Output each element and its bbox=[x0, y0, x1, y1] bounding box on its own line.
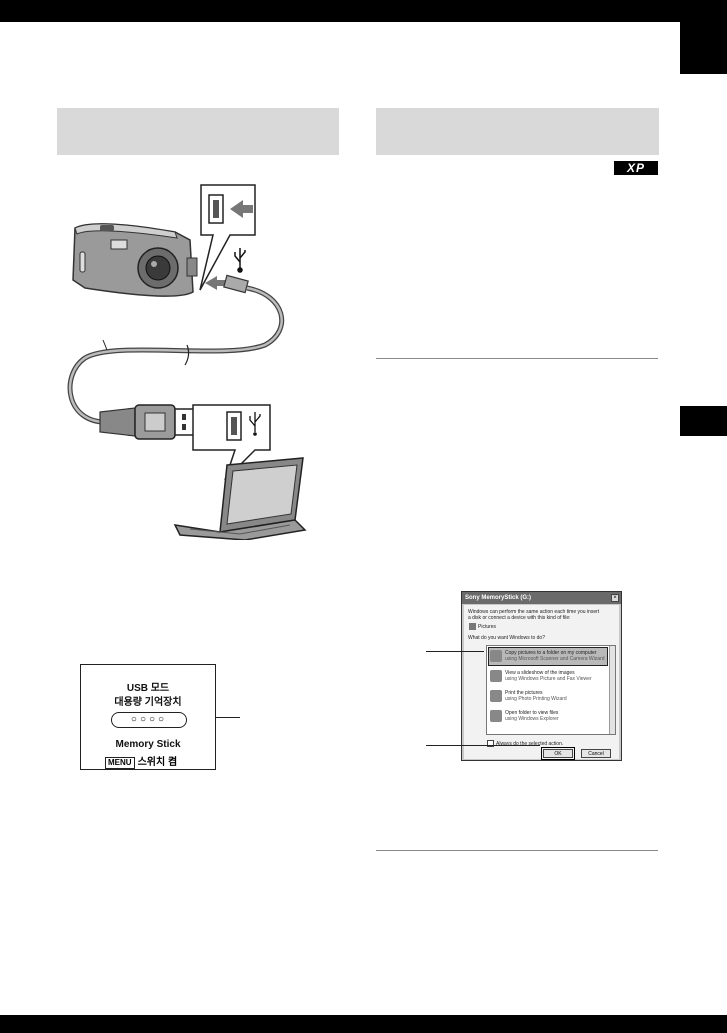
autoplay-dialog: Sony MemoryStick (G:) × Windows can perf… bbox=[461, 591, 622, 761]
dialog-body: Windows can perform the same action each… bbox=[464, 605, 619, 760]
pictures-icon bbox=[469, 623, 476, 630]
list-scrollbar[interactable] bbox=[609, 646, 615, 734]
camera-wizard-icon bbox=[490, 650, 502, 662]
dialog-pictures-label: Pictures bbox=[478, 624, 497, 630]
action-list[interactable]: Copy pictures to a folder on my computer… bbox=[486, 645, 616, 735]
section-rule-1 bbox=[376, 358, 658, 359]
folder-icon bbox=[490, 710, 502, 722]
always-do-checkbox[interactable]: Always do the selected action. bbox=[487, 740, 563, 747]
lcd-mass-storage: 대용량 기억장치 bbox=[114, 697, 182, 708]
dialog-callout-line-2 bbox=[426, 745, 540, 746]
laptop-port-callout bbox=[192, 404, 271, 481]
camera-icon bbox=[72, 223, 198, 297]
checkbox-icon bbox=[487, 740, 494, 747]
bottom-black-bar bbox=[0, 1015, 727, 1033]
section-header-left bbox=[57, 108, 339, 155]
side-tab-middle bbox=[680, 406, 727, 436]
usb-plug-icon bbox=[99, 404, 196, 440]
dialog-question: What do you want Windows to do? bbox=[468, 635, 545, 641]
section-header-right bbox=[376, 108, 659, 155]
slideshow-icon bbox=[490, 670, 502, 682]
side-tab-top bbox=[680, 22, 727, 74]
camera-port-callout bbox=[199, 184, 256, 291]
list-item-copy-pictures[interactable]: Copy pictures to a folder on my computer… bbox=[488, 647, 608, 666]
section-rule-2 bbox=[376, 850, 658, 851]
xp-badge: XP bbox=[614, 161, 658, 175]
list-item-slideshow[interactable]: View a slideshow of the images using Win… bbox=[489, 668, 607, 685]
dialog-intro-2: a disk or connect a device with this kin… bbox=[468, 615, 571, 621]
usb-symbol-icon bbox=[234, 248, 246, 273]
lcd-access-indicator: ○○○○ bbox=[111, 712, 187, 728]
menu-key-icon: MENU bbox=[105, 757, 135, 769]
lcd-callout-line bbox=[216, 717, 240, 718]
printer-icon bbox=[490, 690, 502, 702]
close-icon[interactable]: × bbox=[611, 594, 619, 602]
top-black-bar bbox=[0, 0, 727, 22]
list-item-print[interactable]: Print the pictures using Photo Printing … bbox=[489, 688, 607, 705]
lcd-usb-mode: USB 모드 bbox=[126, 683, 170, 694]
list-item-open-folder[interactable]: Open folder to view files using Windows … bbox=[489, 708, 607, 725]
laptop-icon bbox=[173, 457, 307, 540]
usb-connection-illustration bbox=[67, 184, 307, 540]
lcd-memory-stick: Memory Stick bbox=[115, 739, 181, 750]
ok-button[interactable]: OK bbox=[541, 747, 575, 760]
dialog-intro-1: Windows can perform the same action each… bbox=[468, 609, 600, 615]
dialog-title: Sony MemoryStick (G:) bbox=[462, 592, 621, 604]
dialog-callout-line-1 bbox=[426, 651, 484, 652]
lcd-menu-text: 스위치 켬 bbox=[137, 757, 178, 768]
cancel-button[interactable]: Cancel bbox=[581, 749, 611, 758]
